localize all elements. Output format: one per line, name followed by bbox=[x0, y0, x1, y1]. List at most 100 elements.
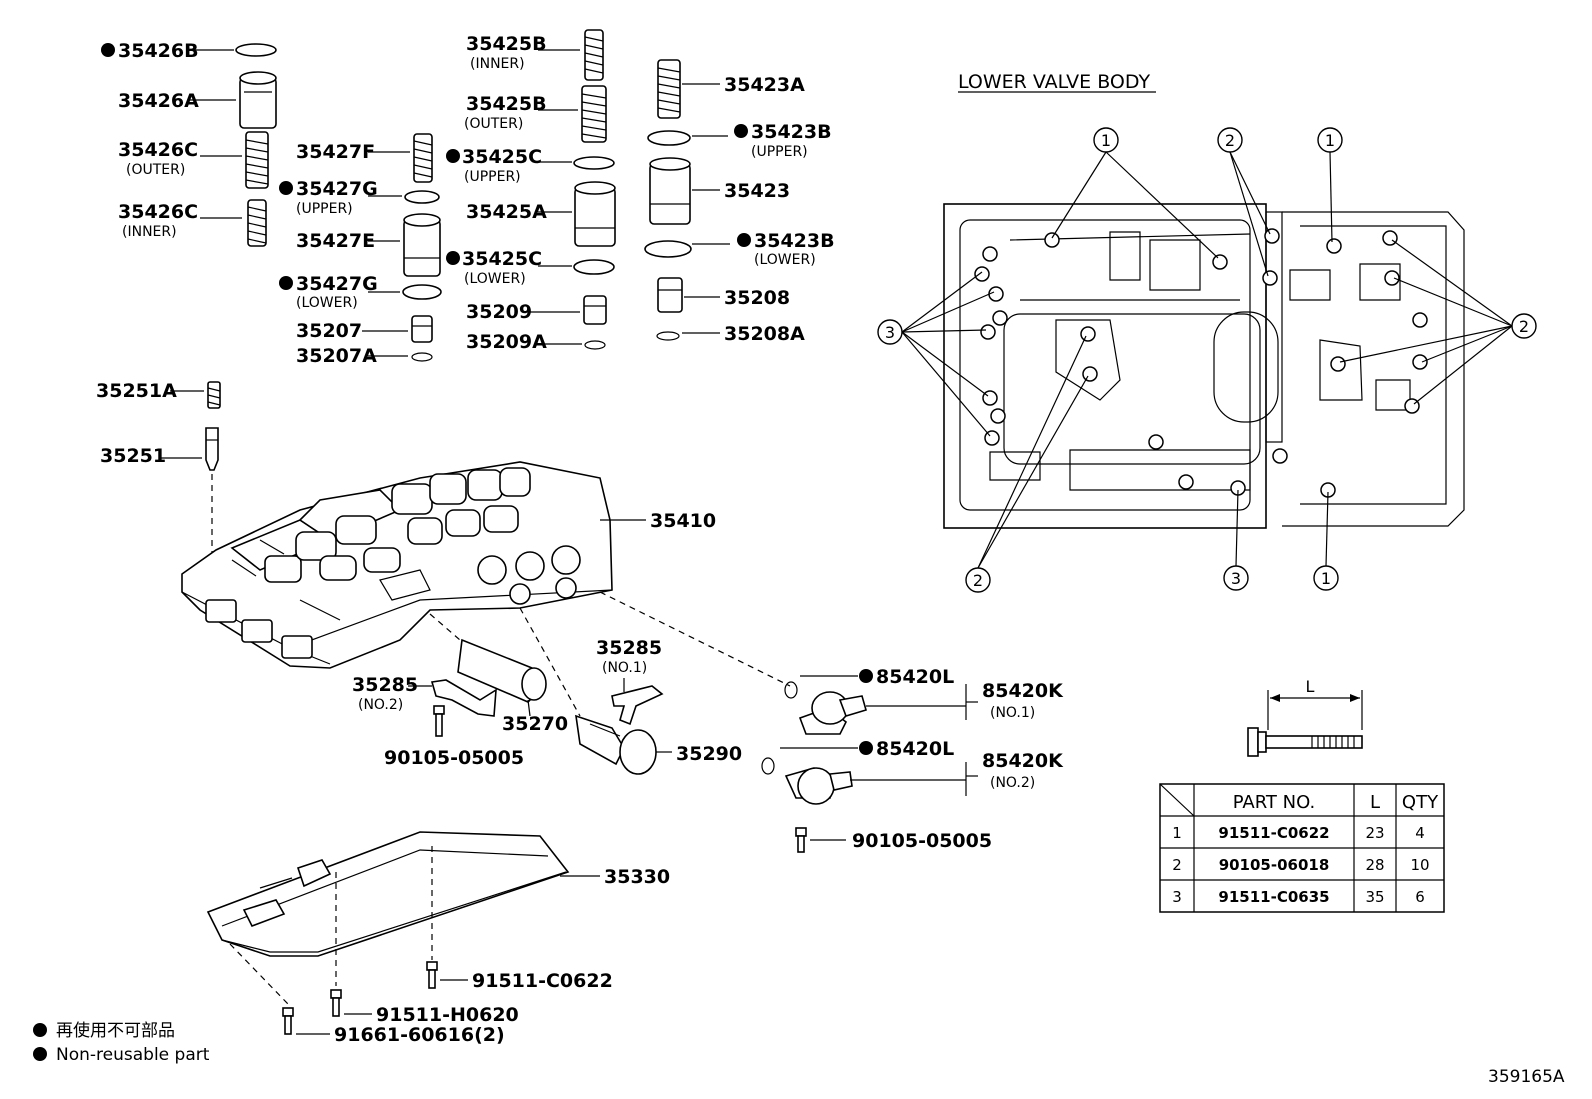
label-35423B-upper[interactable]: 35423B bbox=[751, 121, 832, 143]
label-35426C-inner[interactable]: 35426C bbox=[118, 201, 198, 223]
valve-35251[interactable] bbox=[205, 427, 219, 471]
label-35423A[interactable]: 35423A bbox=[724, 74, 805, 96]
spring-35426C-inner[interactable] bbox=[247, 199, 267, 247]
label-35427E[interactable]: 35427E bbox=[296, 230, 375, 252]
label-85420K-2[interactable]: 85420K bbox=[982, 750, 1064, 772]
label-85420K-1[interactable]: 85420K bbox=[982, 680, 1064, 702]
callout-3[interactable] bbox=[1223, 565, 1249, 591]
label-35427G-upper[interactable]: 35427G bbox=[296, 178, 378, 200]
label-35425B-inner[interactable]: 35425B bbox=[466, 33, 547, 55]
callout-2[interactable] bbox=[1217, 127, 1243, 153]
valve-body-35410[interactable] bbox=[181, 461, 613, 669]
label-35290[interactable]: 35290 bbox=[676, 743, 742, 765]
label-35425C-lower[interactable]: 35425C bbox=[462, 248, 542, 270]
spring-35426C-outer[interactable] bbox=[245, 131, 269, 189]
label-35285-no1[interactable]: 35285 bbox=[596, 637, 662, 659]
callout-2[interactable] bbox=[965, 567, 991, 593]
clip-35207A[interactable] bbox=[411, 352, 433, 362]
label-35208[interactable]: 35208 bbox=[724, 287, 790, 309]
plug-35423[interactable] bbox=[649, 157, 691, 225]
label-35285-no2[interactable]: 35285 bbox=[352, 674, 418, 696]
label-91511-H0620[interactable]: 91511-H0620 bbox=[376, 1004, 519, 1026]
valve-35208[interactable] bbox=[657, 277, 683, 313]
clip-35209A[interactable] bbox=[584, 340, 606, 350]
callout-1[interactable] bbox=[1313, 565, 1339, 591]
label-91511-C0622[interactable]: 91511-C0622 bbox=[472, 970, 613, 992]
o-ring-35425C-lower[interactable] bbox=[573, 259, 615, 275]
non-reusable-dot bbox=[101, 43, 115, 57]
o-ring-35427G-lower[interactable] bbox=[402, 284, 442, 300]
label-35207[interactable]: 35207 bbox=[296, 320, 362, 342]
label-35410[interactable]: 35410 bbox=[650, 510, 716, 532]
label-35209[interactable]: 35209 bbox=[466, 301, 532, 323]
valve-35209[interactable] bbox=[583, 295, 607, 325]
callout-2[interactable] bbox=[1511, 313, 1537, 339]
plug-35426A[interactable] bbox=[239, 71, 277, 129]
label-35427F[interactable]: 35427F bbox=[296, 141, 375, 163]
solenoid-35270[interactable] bbox=[457, 638, 547, 703]
label-90105-05005-b[interactable]: 90105-05005 bbox=[852, 830, 992, 852]
label-35209A[interactable]: 35209A bbox=[466, 331, 547, 353]
o-ring-35423B-lower[interactable] bbox=[644, 240, 692, 258]
clip-35208A[interactable] bbox=[656, 331, 680, 341]
strainer-35330[interactable] bbox=[206, 831, 570, 957]
spring-35423A[interactable] bbox=[657, 59, 681, 119]
bolt-90105-a[interactable] bbox=[433, 705, 445, 737]
label-35251[interactable]: 35251 bbox=[100, 445, 166, 467]
label-35425C-upper[interactable]: 35425C bbox=[462, 146, 542, 168]
o-ring-35425C-upper[interactable] bbox=[573, 156, 615, 170]
callout-1-label: 1 bbox=[1101, 131, 1111, 150]
bolt-90105-b[interactable] bbox=[795, 827, 807, 853]
spring-35425B-inner[interactable] bbox=[584, 29, 604, 81]
o-ring-85420L-1[interactable] bbox=[784, 681, 798, 699]
solenoid-85420K-2[interactable] bbox=[784, 767, 853, 805]
label-35425A[interactable]: 35425A bbox=[466, 201, 547, 223]
label-90105-05005-a[interactable]: 90105-05005 bbox=[384, 747, 524, 769]
label-35330[interactable]: 35330 bbox=[604, 866, 670, 888]
label-35423[interactable]: 35423 bbox=[724, 180, 790, 202]
callout-1[interactable] bbox=[1093, 127, 1119, 153]
o-ring-35423B-upper[interactable] bbox=[647, 130, 691, 146]
label-35251A[interactable]: 35251A bbox=[96, 380, 177, 402]
spring-35427F[interactable] bbox=[413, 133, 433, 183]
sublabel-upper: (UPPER) bbox=[464, 169, 521, 185]
bolt-hole bbox=[1384, 270, 1400, 286]
valve-body-outline[interactable] bbox=[943, 203, 1411, 529]
non-reusable-dot bbox=[446, 251, 460, 265]
bolt-hole bbox=[1330, 356, 1346, 372]
bolt-91511-H0620[interactable] bbox=[330, 989, 342, 1017]
valve-35207[interactable] bbox=[411, 315, 433, 343]
non-reusable-dot bbox=[859, 741, 873, 755]
solenoid-35290[interactable] bbox=[575, 714, 657, 775]
clamp-35285-no1[interactable] bbox=[611, 685, 664, 726]
label-35426B[interactable]: 35426B bbox=[118, 40, 199, 62]
label-91661-60616[interactable]: 91661-60616(2) bbox=[334, 1024, 505, 1046]
plug-35425A[interactable] bbox=[574, 181, 616, 247]
bolt-91661-60616[interactable] bbox=[282, 1007, 294, 1035]
bolt-91511-C0622[interactable] bbox=[426, 961, 438, 989]
sublabel-outer: (OUTER) bbox=[126, 162, 185, 178]
clamp-35285-no2[interactable] bbox=[430, 679, 497, 717]
callout-1[interactable] bbox=[1317, 127, 1343, 153]
o-ring-35427G-upper[interactable] bbox=[404, 190, 440, 204]
plug-35427E[interactable] bbox=[403, 213, 441, 277]
label-35270[interactable]: 35270 bbox=[502, 713, 568, 735]
callout-3[interactable] bbox=[877, 319, 903, 345]
label-85420L-1[interactable]: 85420L bbox=[876, 666, 954, 688]
label-35426C-outer[interactable]: 35426C bbox=[118, 139, 198, 161]
bolt-hole bbox=[1082, 366, 1098, 382]
spring-35425B-outer[interactable] bbox=[581, 85, 607, 143]
solenoid-85420K-1[interactable] bbox=[798, 691, 867, 735]
spring-35251A[interactable] bbox=[207, 381, 221, 409]
label-35425B-outer[interactable]: 35425B bbox=[466, 93, 547, 115]
label-85420L-2[interactable]: 85420L bbox=[876, 738, 954, 760]
label-35427G-lower[interactable]: 35427G bbox=[296, 273, 378, 295]
view-title: LOWER VALVE BODY bbox=[958, 71, 1150, 93]
o-ring-85420L-2[interactable] bbox=[761, 757, 775, 775]
label-35423B-lower[interactable]: 35423B bbox=[754, 230, 835, 252]
label-35207A[interactable]: 35207A bbox=[296, 345, 377, 367]
bolt-hole bbox=[1382, 230, 1398, 246]
label-35426A[interactable]: 35426A bbox=[118, 90, 199, 112]
o-ring-35426B[interactable] bbox=[235, 43, 277, 57]
label-35208A[interactable]: 35208A bbox=[724, 323, 805, 345]
